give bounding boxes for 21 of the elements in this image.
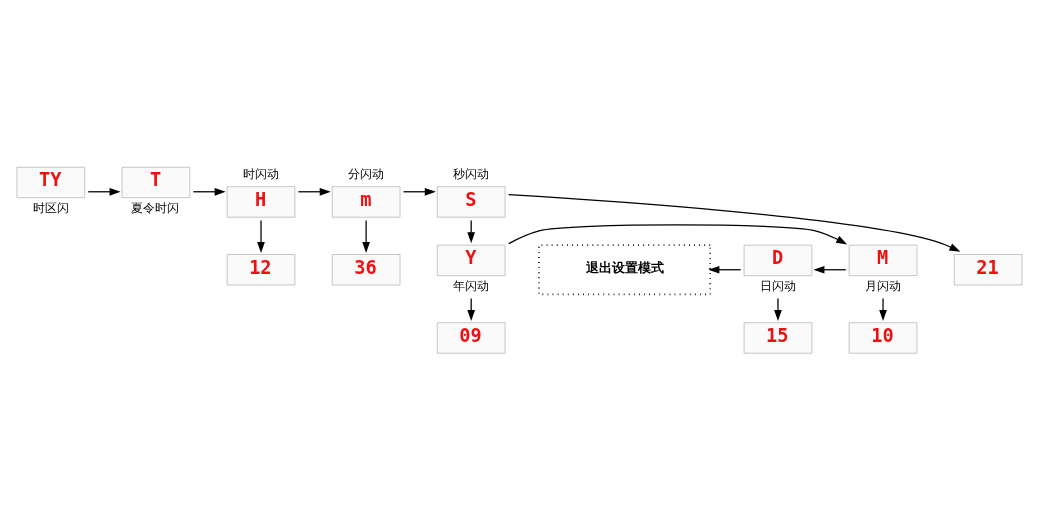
arrow (508, 223, 848, 244)
node-box: 退出设置模式 (538, 243, 712, 295)
arrow (402, 187, 436, 196)
arrow (879, 297, 887, 321)
arrow (257, 219, 265, 253)
node-label: 时区闪 (32, 200, 69, 215)
arrow (774, 297, 782, 321)
arrow (508, 193, 961, 252)
node-label: 月闪动 (864, 278, 901, 293)
node-label: 时闪动 (242, 166, 279, 181)
arrow (708, 265, 742, 274)
node-label: 夏令时闪 (131, 200, 180, 215)
node-label: 秒闪动 (452, 166, 489, 181)
node-label: 日闪动 (759, 278, 796, 293)
node-label: 分闪动 (347, 166, 384, 181)
arrow (192, 187, 226, 196)
node-label: 年闪动 (452, 278, 489, 293)
arrow (813, 265, 847, 274)
arrow (297, 187, 331, 196)
arrow (362, 219, 370, 253)
arrow (87, 187, 121, 196)
